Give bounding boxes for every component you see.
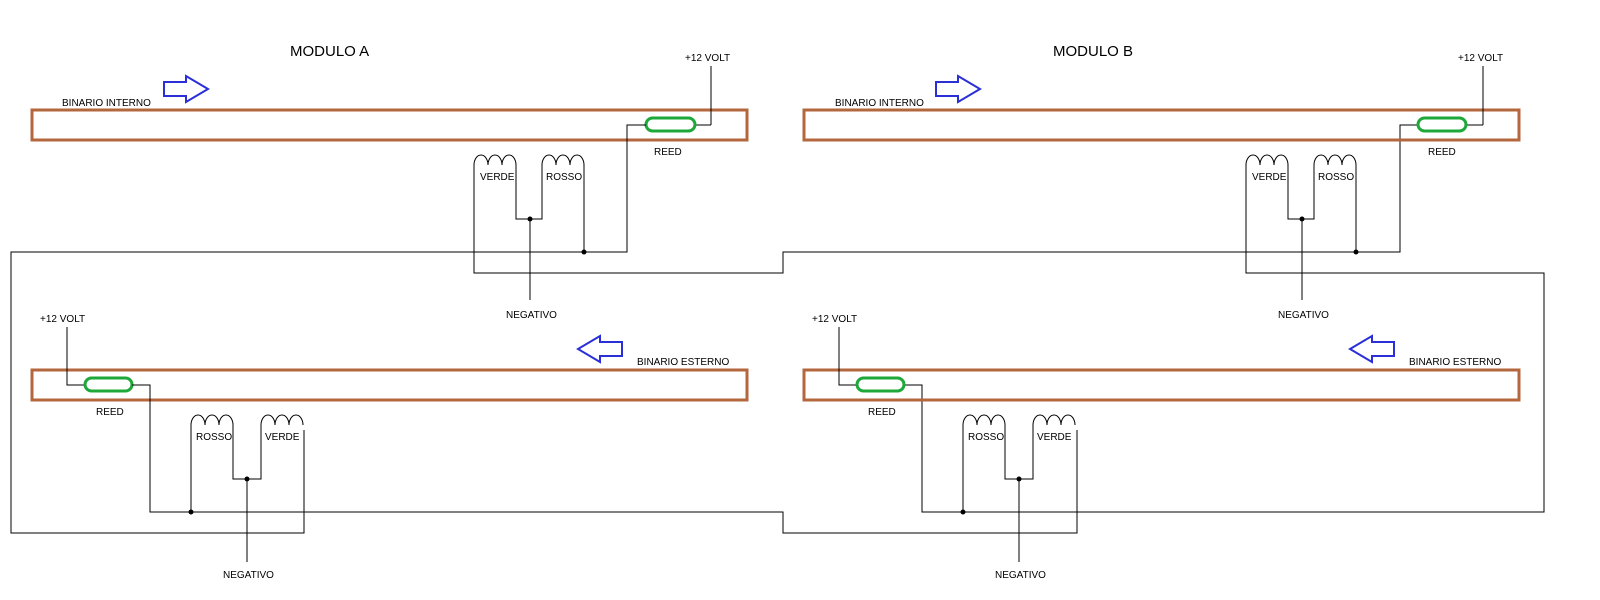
inner-negative-label: NEGATIVO [1278, 310, 1329, 321]
outer-track-label: BINARIO ESTERNO [637, 357, 729, 368]
inner-negative-label: NEGATIVO [506, 310, 557, 321]
direction-arrow-right-icon [163, 74, 210, 104]
inner-reed-wire [10, 124, 646, 534]
outer-negative-label: NEGATIVO [995, 570, 1046, 581]
outer-coil-left-label: ROSSO [196, 432, 232, 443]
inner-reed-label: REED [1428, 147, 1456, 158]
outer-plus-wire [66, 327, 85, 386]
outer-plus-wire [838, 327, 857, 386]
direction-arrow-left-icon [576, 334, 623, 364]
inner-verde-wire [904, 165, 1545, 513]
outer-rosso-coil-icon [190, 414, 234, 426]
inner-track-label: BINARIO INTERNO [835, 98, 924, 109]
inner-reed-switch [1416, 116, 1468, 133]
outer-coil-right-label: VERDE [265, 432, 300, 443]
inner-coil-left-label: VERDE [480, 172, 515, 183]
inner-verde-wire [473, 124, 1418, 274]
outer-track-label: BINARIO ESTERNO [1409, 357, 1501, 368]
outer-reed-label: REED [868, 407, 896, 418]
outer-reed-switch [83, 376, 134, 393]
inner-verde-coil-icon [473, 154, 517, 166]
inner-reed-switch [644, 116, 697, 133]
outer-track-rail [30, 368, 749, 402]
outer-plus-12v-label: +12 VOLT [40, 314, 85, 325]
outer-rosso-coil-icon [962, 414, 1006, 426]
inner-rosso-coil-icon [1313, 154, 1357, 166]
outer-track-rail [802, 368, 1521, 402]
inner-reed-label: REED [654, 147, 682, 158]
inner-track-rail [802, 108, 1521, 142]
direction-arrow-left-icon [1348, 334, 1395, 364]
inner-plus-12v-label: +12 VOLT [685, 53, 730, 64]
inner-track-rail [30, 108, 749, 142]
outer-coil-left-label: ROSSO [968, 432, 1004, 443]
outer-plus-12v-label: +12 VOLT [812, 314, 857, 325]
module-b-title: MODULO B [1053, 43, 1133, 60]
outer-verde-coil-icon [1032, 414, 1076, 426]
outer-verde-coil-icon [260, 414, 304, 426]
inner-coil-right-label: ROSSO [1318, 172, 1354, 183]
inner-rosso-coil-icon [541, 154, 585, 166]
inner-track-label: BINARIO INTERNO [62, 98, 151, 109]
outer-reed-label: REED [96, 407, 124, 418]
inner-plus-12v-label: +12 VOLT [1458, 53, 1503, 64]
inner-coil-left-label: VERDE [1252, 172, 1287, 183]
inner-verde-coil-icon [1245, 154, 1289, 166]
outer-reed-wire [132, 384, 1078, 534]
direction-arrow-right-icon [935, 74, 982, 104]
outer-negative-label: NEGATIVO [223, 570, 274, 581]
outer-coil-right-label: VERDE [1037, 432, 1072, 443]
module-a: MODULO A BINARIO INTERNO +12 VOLT REED V… [10, 43, 1418, 581]
inner-coil-right-label: ROSSO [546, 172, 582, 183]
module-a-title: MODULO A [290, 43, 369, 60]
outer-reed-switch [855, 376, 906, 393]
module-b: MODULO B BINARIO INTERNO +12 VOLT REED V… [802, 43, 1545, 581]
